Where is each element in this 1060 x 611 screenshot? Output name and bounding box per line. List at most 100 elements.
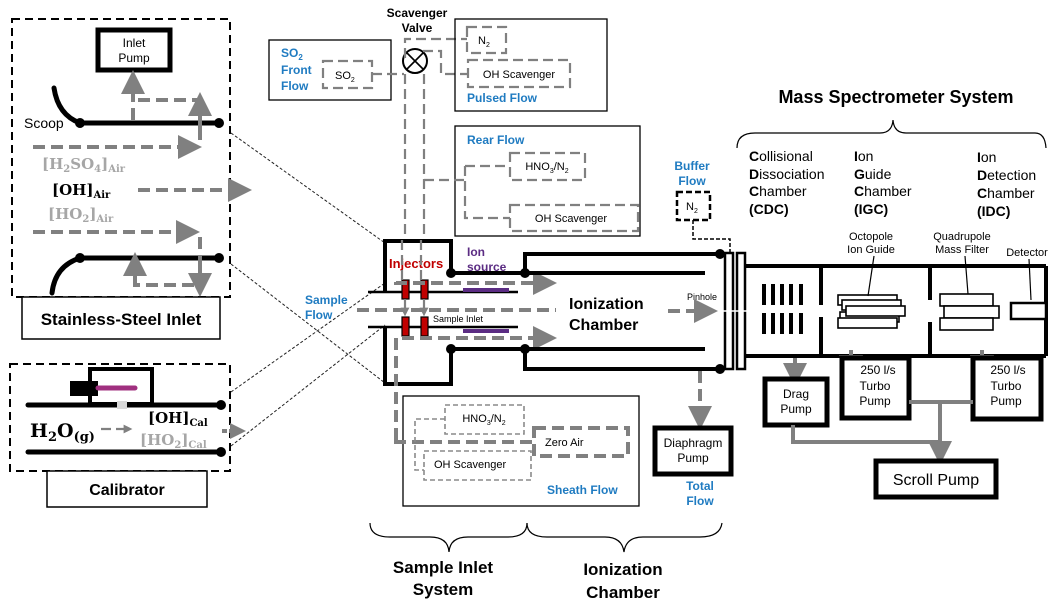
svg-text:Ion: Ion <box>854 148 873 164</box>
diaphragm-pump-group: Diaphragm Pump Total Flow <box>652 425 734 508</box>
turbo-pump-1-label-2: Turbo <box>860 379 891 393</box>
inlet-body-top <box>383 239 453 292</box>
diaphragm-pump-label-1: Diaphragm <box>664 436 723 450</box>
svg-text:Ion: Ion <box>977 149 996 165</box>
turbo-pump-1-label-3: Pump <box>859 394 891 408</box>
species-labels: [H2SO4]Air [OH]Air [HO2]Air <box>42 155 126 225</box>
ion-source-bar <box>463 288 509 292</box>
ionization-chamber-bottom-label-1: Ionization <box>583 560 662 579</box>
diaphragm-pump-box <box>652 425 734 477</box>
n2-gas-label: N2 <box>478 35 490 49</box>
flow-to-pump <box>133 98 202 140</box>
front-flow-label-2: Front <box>281 63 312 77</box>
front-flow-label-3: Flow <box>281 79 309 93</box>
pulsed-scavenger-box <box>466 58 572 89</box>
scavenger-valve-label-2: Valve <box>402 21 433 35</box>
injector <box>420 316 429 337</box>
idc-label: Ion Detection Chamber (IDC) <box>977 149 1036 219</box>
joint-dot <box>715 249 725 259</box>
sheath-flow-arrow-top <box>394 271 557 295</box>
detector-leader <box>1028 258 1032 301</box>
inlet-pump-label-2: Pump <box>118 51 150 65</box>
lower-scoop-curve <box>49 255 83 296</box>
drag-pump-box <box>762 376 830 428</box>
n2-gas-box <box>465 25 508 55</box>
ion-source-label-2: source <box>467 260 507 274</box>
lamp-window <box>117 401 127 409</box>
inlet-title-box <box>21 296 221 340</box>
pinhole-label: Pinhole <box>687 292 717 302</box>
mass-spectrometer: Mass Spectrometer System Collisional Dis… <box>736 87 1048 500</box>
injectors-label: Injectors <box>389 256 443 271</box>
ho2-air-label: [HO2]Air <box>48 205 114 225</box>
zero-air-label: Zero Air <box>545 437 584 449</box>
inlet-title: Stainless-Steel Inlet <box>41 310 202 329</box>
front-flow-label-1: SO2 <box>281 46 303 62</box>
cdc-label: Collisional Dissociation Chamber (CDC) <box>749 148 825 217</box>
quadrupole-leader <box>964 255 969 295</box>
quadrupole-label-2: Mass Filter <box>935 244 989 256</box>
igc-label: Ion Guide Chamber (IGC) <box>854 148 912 217</box>
sheath-flow-arrow-bottom <box>394 326 557 440</box>
rear-hno3-box <box>508 151 587 182</box>
oh-cal-label: [OH]Cal <box>148 409 208 429</box>
ionization-chamber: Ionization Chamber Pinhole <box>446 249 750 430</box>
front-flow-box <box>268 39 392 101</box>
sample-inlet-system-label-1: Sample Inlet <box>393 558 493 577</box>
scroll-pump-box <box>873 458 999 500</box>
inlet-body-bottom <box>383 328 453 386</box>
svg-text:Collisional: Collisional <box>749 148 813 164</box>
scroll-pump-label: Scroll Pump <box>893 472 979 489</box>
ion-source-label-1: Ion <box>467 245 485 259</box>
zero-air-box <box>532 426 630 458</box>
sample-inlet-system-label-2: System <box>413 580 473 599</box>
rear-flow-lines <box>424 164 510 220</box>
buffer-flow-group: Buffer Flow N2 <box>674 159 731 268</box>
buffer-flow-label-1: Buffer <box>674 159 710 173</box>
cdc-electrodes <box>762 284 803 334</box>
scavenger-valve-group: Scavenger Valve N2 OH Scavenger Pulsed F… <box>387 6 608 240</box>
ho2-cal-label: [HO2]Cal <box>140 431 207 451</box>
drag-pump-label-1: Drag <box>783 387 809 401</box>
ionization-chamber-label-2: Chamber <box>569 317 638 334</box>
scavenger-valve-label-1: Scavenger <box>387 6 448 20</box>
joint-dot <box>75 253 85 263</box>
projection-lines <box>230 132 386 447</box>
joint-dot <box>715 364 725 374</box>
water-vapor-label: H2O(g) <box>30 420 95 445</box>
buffer-flow-label-2: Flow <box>678 174 706 188</box>
detector-label: Detector <box>1006 247 1048 259</box>
svg-text:Guide: Guide <box>854 166 892 182</box>
svg-text:(CDC): (CDC) <box>749 201 789 217</box>
mass-spec-title: Mass Spectrometer System <box>778 87 1013 107</box>
joint-dot <box>446 268 456 278</box>
rear-scavenger-label: OH Scavenger <box>535 213 607 225</box>
pulsed-flow-box <box>454 18 608 112</box>
svg-text:Chamber: Chamber <box>749 183 807 199</box>
turbo-pump-1-box <box>839 355 912 421</box>
svg-text:Detection: Detection <box>977 167 1036 183</box>
turbo-pump-2-label-2: Turbo <box>991 379 1022 393</box>
sample-inlet-body: Injectors Sample Flow Sample Inlet Ion s… <box>305 239 557 440</box>
ion-source-bar <box>463 329 509 333</box>
bottom-braces: Sample Inlet System Ionization Chamber <box>369 522 723 602</box>
total-flow-label-1: Total <box>686 479 714 493</box>
injector <box>401 316 410 337</box>
h2so4-air-label: [H2SO4]Air <box>42 155 126 175</box>
joint-dot <box>75 118 85 128</box>
drag-pump-label-2: Pump <box>780 402 812 416</box>
return-flow <box>133 237 202 287</box>
quadrupole-label-1: Quadrupole <box>933 231 991 243</box>
lamp-base <box>70 381 98 396</box>
sample-inlet-label: Sample Inlet <box>433 314 484 324</box>
so2-gas-label: SO2 <box>335 70 355 84</box>
quadrupole-mass-filter <box>939 293 1000 331</box>
svg-text:Dissociation: Dissociation <box>749 166 825 182</box>
valve-to-n2-line <box>403 37 467 58</box>
sample-flow-label-1: Sample <box>305 293 348 307</box>
calibrator-title-box <box>46 470 208 508</box>
inlet-pump-label-1: Inlet <box>123 36 146 50</box>
pulsed-scavenger-label: OH Scavenger <box>483 69 555 81</box>
chamber-outer-top <box>451 252 720 275</box>
